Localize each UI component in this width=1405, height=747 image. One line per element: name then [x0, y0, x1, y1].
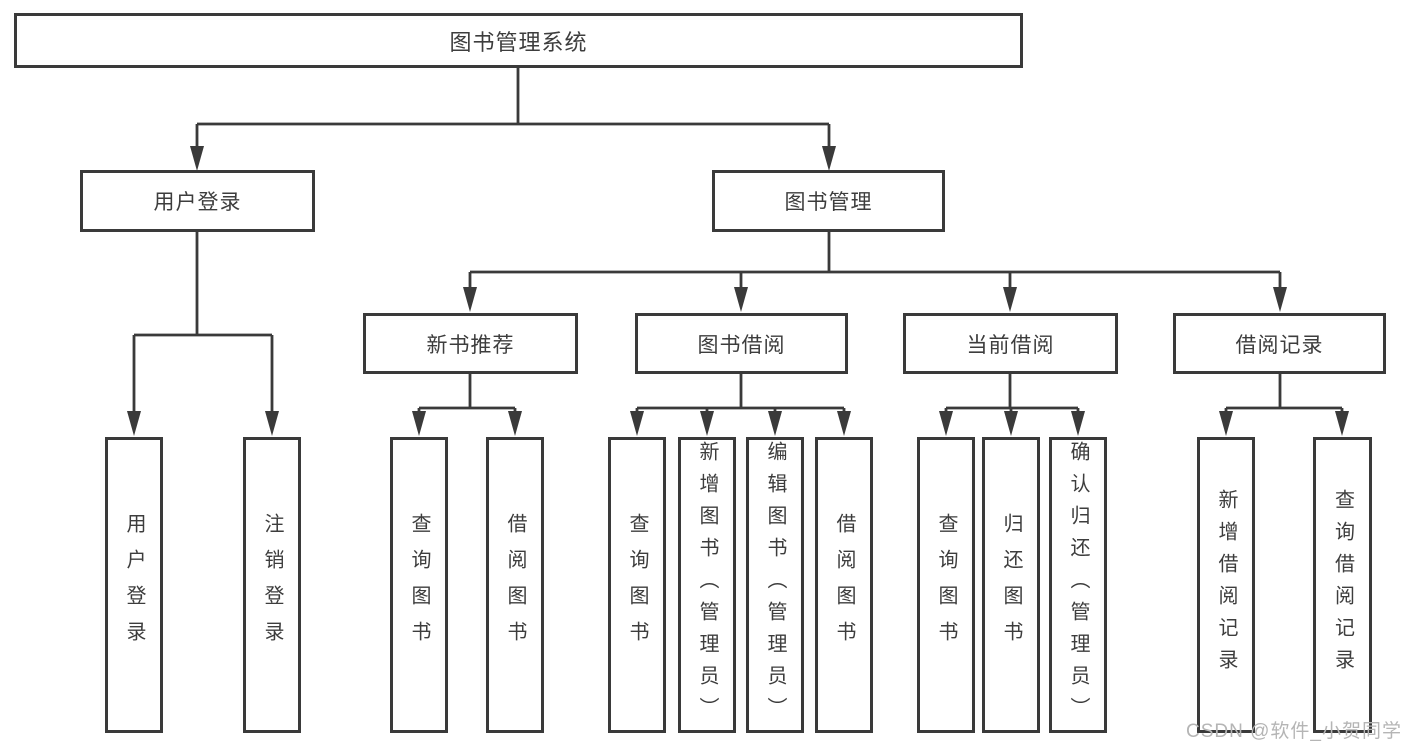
- arrow-down-icon: [768, 411, 782, 436]
- arrow-down-icon: [412, 411, 426, 436]
- node-borrow-books: 借阅图书: [486, 437, 544, 733]
- node-label: 图书借阅: [697, 333, 786, 357]
- node-return-books: 归还图书: [982, 437, 1040, 733]
- arrow-down-icon: [1335, 411, 1349, 436]
- arrow-down-icon: [837, 411, 851, 436]
- connector-records-split: [1224, 374, 1344, 413]
- arrow-down-icon: [463, 287, 477, 312]
- node-label: 归还图书: [1000, 513, 1022, 657]
- node-label: 新增图书（管理员）: [696, 441, 718, 729]
- arrow-down-icon: [939, 411, 953, 436]
- arrow-down-icon: [630, 411, 644, 436]
- connector-user-login-split: [132, 232, 274, 412]
- connector-root-split: [195, 67, 831, 148]
- arrow-down-icon: [1219, 411, 1233, 436]
- node-label: 用户登录: [123, 513, 145, 657]
- connector-borrow-split: [635, 374, 846, 413]
- node-label: 查询图书: [626, 513, 648, 657]
- connector-current-split: [944, 374, 1080, 413]
- node-label: 注销登录: [261, 513, 283, 657]
- node-borrow-books: 借阅图书: [815, 437, 873, 733]
- arrowheads: [127, 146, 1349, 436]
- node-label: 查询图书: [408, 513, 430, 657]
- node-label: 查询借阅记录: [1331, 489, 1354, 681]
- node-label: 借阅记录: [1235, 333, 1324, 357]
- arrow-down-icon: [700, 411, 714, 436]
- node-user-login-branch: 用户登录: [80, 170, 315, 232]
- arrow-down-icon: [822, 146, 836, 171]
- node-current-borrowing: 当前借阅: [903, 313, 1118, 374]
- arrow-down-icon: [734, 287, 748, 312]
- node-query-books: 查询图书: [917, 437, 975, 733]
- node-label: 图书管理系统: [449, 29, 588, 55]
- node-label: 用户登录: [153, 191, 242, 214]
- arrow-down-icon: [508, 411, 522, 436]
- node-label: 新书推荐: [426, 333, 515, 357]
- node-label: 借阅图书: [833, 513, 855, 657]
- node-query-books: 查询图书: [390, 437, 448, 733]
- node-label: 新增借阅记录: [1215, 489, 1237, 681]
- arrow-down-icon: [190, 146, 204, 171]
- node-user-login-leaf: 用户登录: [105, 437, 163, 733]
- node-logout-leaf: 注销登录: [243, 437, 301, 733]
- arrow-down-icon: [1071, 411, 1085, 436]
- node-label: 当前借阅: [966, 333, 1055, 357]
- node-book-management-branch: 图书管理: [712, 170, 945, 232]
- arrow-down-icon: [127, 411, 141, 436]
- arrow-down-icon: [265, 411, 279, 436]
- node-confirm-return-admin: 确认归还（管理员）: [1049, 437, 1107, 733]
- node-book-borrowing: 图书借阅: [635, 313, 848, 374]
- node-label: 查询图书: [935, 513, 957, 657]
- node-edit-books-admin: 编辑图书（管理员）: [746, 437, 804, 733]
- node-add-books-admin: 新增图书（管理员）: [678, 437, 736, 733]
- node-library-management-system: 图书管理系统: [14, 13, 1023, 68]
- node-query-borrow-record: 查询借阅记录: [1313, 437, 1372, 733]
- connector-new-books-split: [417, 374, 517, 413]
- node-query-books: 查询图书: [608, 437, 666, 733]
- node-new-book-recommendation: 新书推荐: [363, 313, 578, 374]
- node-label: 确认归还（管理员）: [1067, 441, 1089, 729]
- arrow-down-icon: [1003, 287, 1017, 312]
- csdn-watermark: CSDN @软件_小贺同学: [1186, 721, 1402, 742]
- node-label: 编辑图书（管理员）: [764, 441, 786, 729]
- connector-book-mgmt-split: [468, 232, 1282, 289]
- node-borrowing-records: 借阅记录: [1173, 313, 1386, 374]
- arrow-down-icon: [1273, 287, 1287, 312]
- node-label: 图书管理: [784, 191, 873, 214]
- node-label: 借阅图书: [504, 513, 526, 657]
- node-add-borrow-record: 新增借阅记录: [1197, 437, 1255, 733]
- arrow-down-icon: [1004, 411, 1018, 436]
